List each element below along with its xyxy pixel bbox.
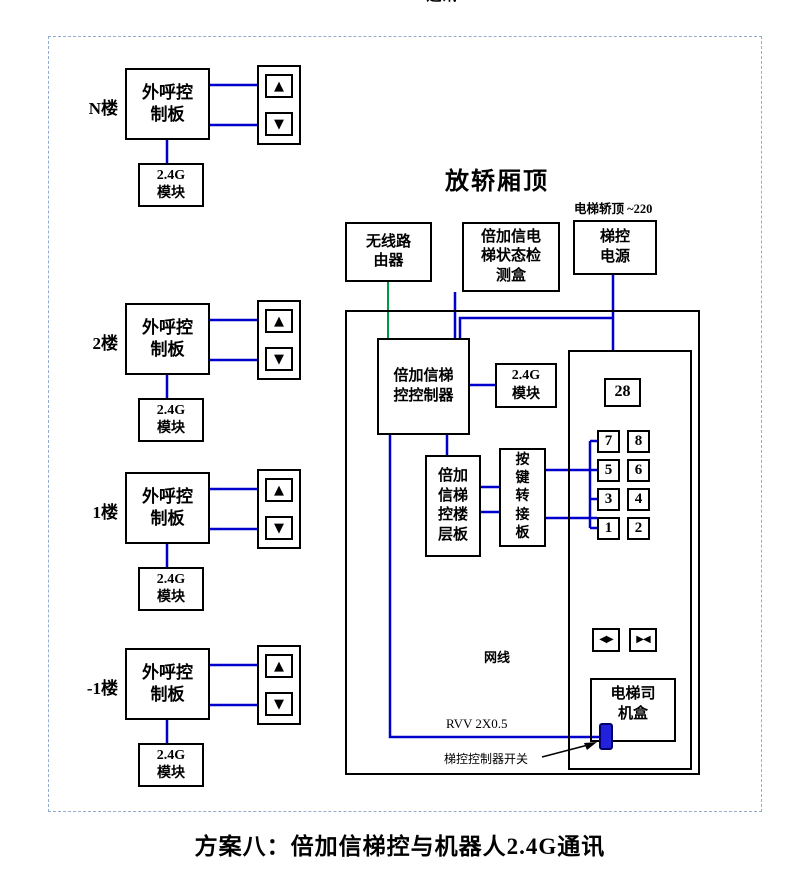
down-arrow-icon: ▼: [265, 692, 293, 716]
floor-button-6: 6: [627, 459, 650, 482]
down-arrow-icon: ▼: [265, 112, 293, 136]
floor-button-1: 1: [597, 517, 620, 540]
down-arrow-icon: ▼: [265, 347, 293, 371]
door-close-button: ▶◀: [629, 628, 657, 652]
power-supply-box: 梯控 电源: [573, 220, 657, 275]
floor-label-minus1: -1楼: [86, 679, 118, 698]
top-text-fragment: 2.4G通讯: [396, 0, 476, 6]
floor-button-8: 8: [627, 430, 650, 453]
hall-button-panel: ▲ ▼: [257, 645, 301, 725]
cartop-enclosure: [345, 310, 700, 775]
floor-button-4: 4: [627, 488, 650, 511]
hall-call-board: 外呼控 制板: [125, 303, 210, 375]
controller-rf-module-box: 2.4G 模块: [495, 363, 557, 408]
scheme-caption: 方案八：倍加信梯控与机器人2.4G通讯: [194, 834, 606, 859]
hall-call-board: 外呼控 制板: [125, 68, 210, 140]
hall-call-board: 外呼控 制板: [125, 648, 210, 720]
diagram-frame: [48, 36, 762, 812]
adapter-board-box: 按 键 转 接 板: [499, 448, 546, 547]
controller-box: 倍加信梯 控控制器: [377, 338, 470, 435]
controller-switch: [599, 723, 613, 750]
floor-button-2: 2: [627, 517, 650, 540]
up-arrow-icon: ▲: [265, 309, 293, 333]
floor-label-1: 1楼: [92, 503, 119, 522]
car-operating-panel: [568, 350, 692, 770]
rf-module-box: 2.4G 模块: [138, 567, 204, 611]
power-note: 电梯轿顶 ~220: [574, 202, 653, 216]
wireless-router-box: 无线路 由器: [345, 222, 432, 282]
floor-label-2: 2楼: [92, 334, 119, 353]
status-detector-box: 倍加信电 梯状态检 测盒: [462, 222, 560, 292]
driver-box: 电梯司 机盒: [590, 678, 676, 742]
down-arrow-icon: ▼: [265, 516, 293, 540]
rf-module-box: 2.4G 模块: [138, 398, 204, 442]
floor-display: 28: [604, 378, 641, 407]
network-cable-label: 网线: [484, 650, 511, 665]
floor-label-n: N楼: [88, 99, 118, 118]
car-top-title: 放轿厢顶: [445, 169, 549, 195]
floor-board-box: 倍加 信梯 控楼 层板: [425, 455, 481, 557]
hall-button-panel: ▲ ▼: [257, 469, 301, 549]
floor-button-7: 7: [597, 430, 620, 453]
cable-spec-label: RVV 2X0.5: [446, 716, 508, 731]
up-arrow-icon: ▲: [265, 74, 293, 98]
rf-module-box: 2.4G 模块: [138, 743, 204, 787]
switch-label: 梯控控制器开关: [444, 752, 529, 766]
hall-button-panel: ▲ ▼: [257, 300, 301, 380]
door-open-button: ◀▶: [592, 628, 620, 652]
hall-button-panel: ▲ ▼: [257, 65, 301, 145]
up-arrow-icon: ▲: [265, 478, 293, 502]
floor-button-3: 3: [597, 488, 620, 511]
rf-module-box: 2.4G 模块: [138, 163, 204, 207]
floor-button-5: 5: [597, 459, 620, 482]
hall-call-board: 外呼控 制板: [125, 472, 210, 544]
up-arrow-icon: ▲: [265, 654, 293, 678]
